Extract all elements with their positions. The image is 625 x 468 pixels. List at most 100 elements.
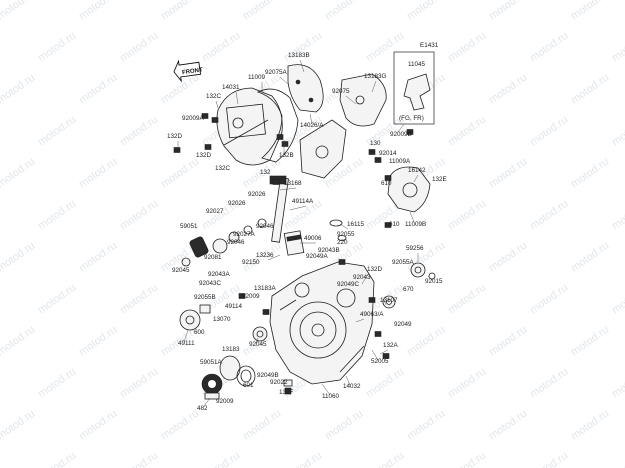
watermark-text: motod.ru (36, 198, 78, 233)
part-number-label: 132C (215, 165, 231, 172)
part-number-label: 92009A (182, 115, 205, 122)
gear-59051A (201, 373, 223, 400)
gear-assembly-left (181, 218, 267, 267)
part-number-label: 92043C (199, 280, 222, 287)
part-number-label: 92026 (228, 200, 246, 207)
part-number-label: 92027 (206, 208, 224, 215)
watermark-text: motod.ru (610, 450, 625, 468)
watermark-text: motod.ru (364, 366, 406, 401)
watermark-text: motod.ru (610, 282, 625, 317)
watermark-text: motod.ru (159, 408, 201, 443)
watermark-text: motod.ru (0, 156, 37, 191)
part-number-label: 13168 (284, 180, 302, 187)
leader-line (267, 254, 281, 261)
bolt-icon (281, 141, 289, 147)
watermark-text: motod.ru (528, 282, 570, 317)
watermark-text: motod.ru (77, 240, 119, 275)
part-number-label: 11009B (405, 221, 426, 228)
watermark-text: motod.ru (446, 198, 488, 233)
part-number-label: 92026 (248, 191, 266, 198)
watermark-text: motod.ru (159, 0, 201, 22)
watermark-text: motod.ru (405, 408, 447, 443)
part-number-label: 16115 (347, 221, 365, 228)
leader-line (371, 80, 377, 93)
part-number-label: 92055 (337, 231, 355, 238)
watermark-text: motod.ru (282, 30, 324, 65)
watermark-text: motod.ru (610, 198, 625, 233)
watermark-text: motod.ru (241, 0, 283, 22)
watermark-text: motod.ru (446, 30, 488, 65)
part-number-label: 132A (383, 342, 399, 349)
bolt-set (173, 113, 414, 359)
leader-line (409, 211, 415, 223)
leader-line (279, 187, 297, 191)
part-number-label: 601 (243, 382, 254, 389)
crankcase-main (269, 261, 375, 385)
part-number-label: 92027A (233, 231, 256, 238)
part-number-label: 11009A (389, 158, 411, 165)
part-number-label: 14031 (222, 84, 240, 91)
watermark-text: motod.ru (0, 72, 37, 107)
watermark-text: motod.ru (118, 450, 160, 468)
watermark-text: motod.ru (569, 324, 611, 359)
part-number-label: 49114A (292, 198, 314, 205)
part-number-label: 13070 (213, 316, 231, 323)
leader-line (321, 383, 331, 396)
watermark-text: motod.ru (118, 366, 160, 401)
part-number-label: 130 (370, 140, 381, 147)
watermark-text: motod.ru (77, 72, 119, 107)
part-number-label: 13107 (380, 297, 398, 304)
bolt-icon (368, 149, 376, 155)
bolt-icon (374, 157, 382, 163)
leader-line (361, 273, 369, 285)
inset-box: (FG, FR) (393, 51, 435, 125)
watermark-text: motod.ru (364, 30, 406, 65)
gasket-11009 (256, 88, 299, 163)
bolt-icon (276, 134, 284, 140)
watermark-text: motod.ru (405, 0, 447, 22)
leader-line (279, 76, 289, 85)
part-number-label: 13183G (364, 73, 387, 80)
clutch-cover-top (216, 87, 283, 166)
watermark-text: motod.ru (77, 408, 119, 443)
leader-line (345, 375, 351, 386)
leader-line (183, 329, 189, 343)
washer-59256 (410, 262, 436, 280)
bolt-icon (368, 297, 376, 303)
watermark-text: motod.ru (118, 114, 160, 149)
part-number-label: 670 (403, 286, 414, 293)
part-number-label: 132B (279, 152, 294, 159)
part-number-label: 610 (389, 221, 400, 228)
watermark-text: motod.ru (487, 324, 529, 359)
leader-line (339, 223, 349, 230)
part-number-label: 92075 (332, 88, 350, 95)
watermark-text: motod.ru (528, 114, 570, 149)
watermark-text: motod.ru (569, 240, 611, 275)
leader-line (255, 337, 259, 344)
leader-line (371, 349, 379, 361)
part-number-label: 49114 (225, 303, 243, 310)
part-number-label: 11060 (322, 393, 340, 400)
leader-line (289, 205, 307, 211)
watermark-text: motod.ru (569, 72, 611, 107)
part-number-label: 92015 (425, 278, 443, 285)
part-number-label: 92009B (390, 131, 412, 138)
watermark-text: motod.ru (323, 408, 365, 443)
leader-line (413, 174, 419, 183)
watermark-text: motod.ru (36, 30, 78, 65)
part-number-label: 482 (197, 405, 208, 412)
watermark-text: motod.ru (282, 450, 324, 468)
bolt-icon (201, 113, 209, 119)
watermark-text: motod.ru (569, 0, 611, 22)
part-number-label: 92043 (353, 274, 371, 281)
part-number-label: 92055B (194, 294, 216, 301)
bolt-icon (262, 309, 270, 315)
orings-16115 (329, 219, 347, 241)
part-number-label: 92075A (265, 69, 288, 76)
part-number-label: 92046 (256, 223, 274, 230)
watermark-text: motod.ru (446, 366, 488, 401)
part-number-label: 92081 (204, 254, 222, 261)
part-number-label: 132D (196, 152, 212, 159)
part-number-label: 92009 (216, 398, 234, 405)
part-number-label: 13183A (254, 285, 277, 292)
